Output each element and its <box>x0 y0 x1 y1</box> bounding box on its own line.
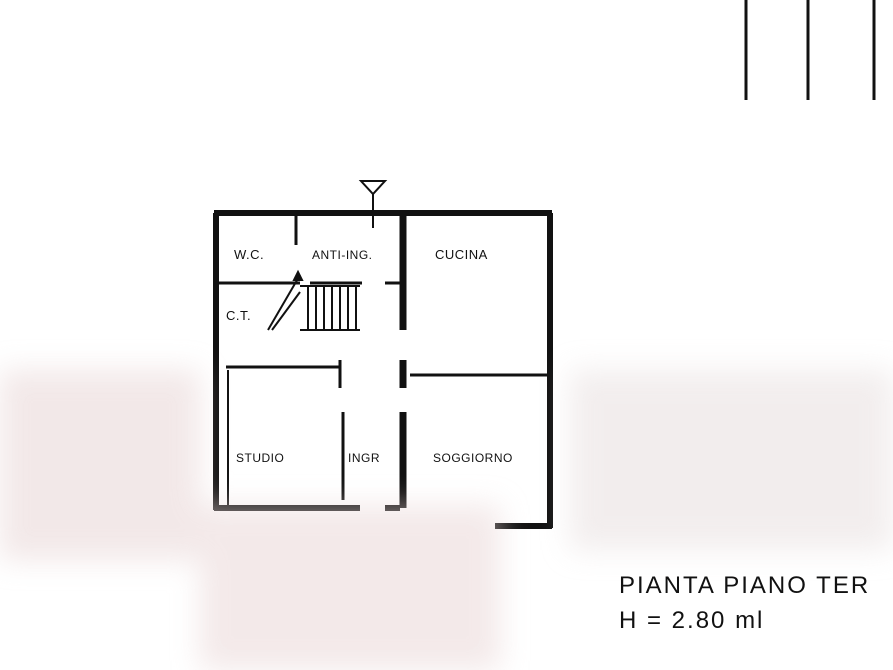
room-label-studio: STUDIO <box>236 451 284 465</box>
plan-title: PIANTA PIANO TER <box>619 572 870 599</box>
blurred-watermark <box>0 370 893 670</box>
room-label-anti-ing: ANTI-ING. <box>312 248 373 262</box>
room-label-soggiorno: SOGGIORNO <box>433 451 513 465</box>
cropped-lines-top-right <box>744 0 876 100</box>
room-label-wc: W.C. <box>234 247 264 262</box>
outer-walls <box>213 210 553 529</box>
plan-height: H = 2.80 ml <box>619 607 764 634</box>
room-label-cucina: CUCINA <box>435 247 488 262</box>
room-label-ingr: INGR <box>348 451 380 465</box>
staircase <box>267 269 360 331</box>
interior-walls <box>218 213 548 508</box>
entrance-marker-icon <box>358 180 388 228</box>
room-label-ct: C.T. <box>226 308 251 323</box>
